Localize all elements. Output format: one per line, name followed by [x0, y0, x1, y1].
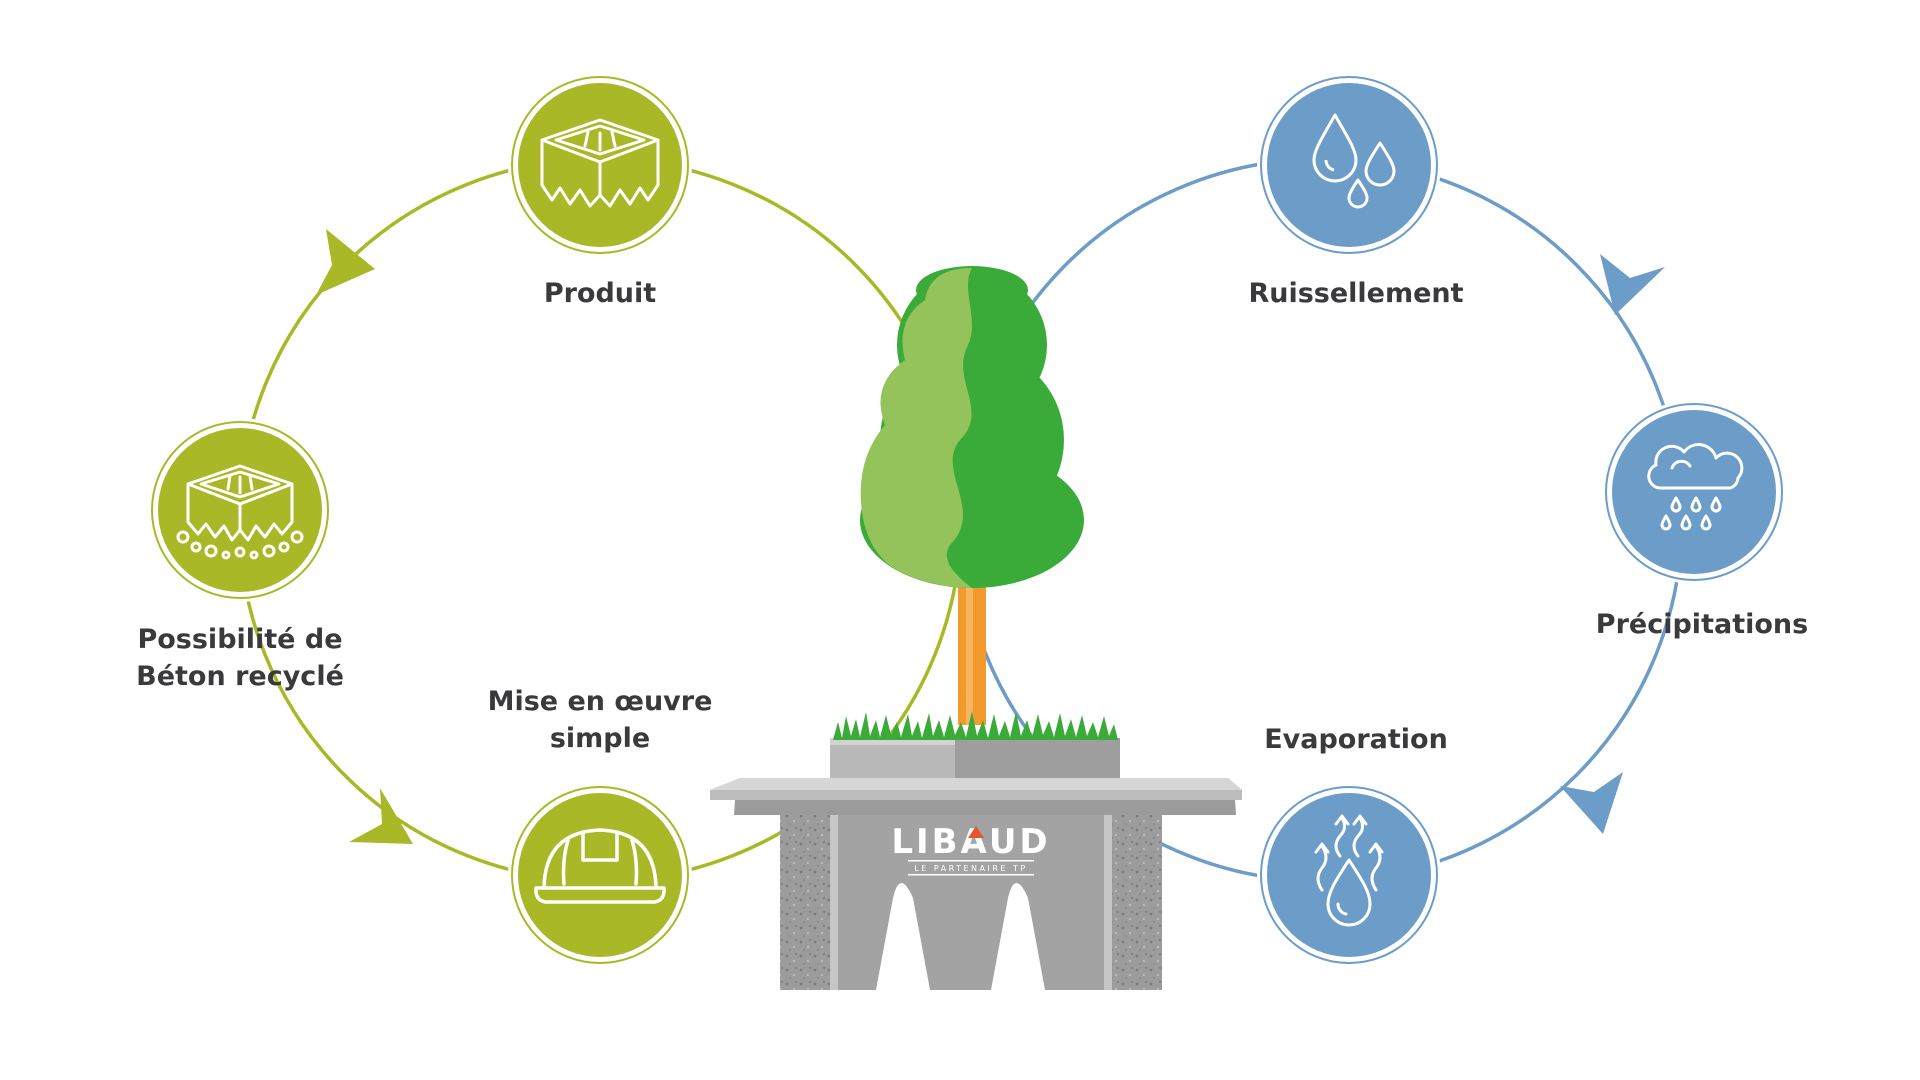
- svg-text:LIBAUD: LIBAUD: [891, 822, 1050, 862]
- concrete-block-illustration: LIBAUD LE PARTENAIRE TP: [710, 711, 1242, 990]
- ruissellement-label: Ruissellement: [1248, 278, 1464, 309]
- right-arrow-top: [1600, 254, 1665, 315]
- concrete-block-icon: [540, 118, 660, 208]
- hard-hat-icon: [534, 828, 666, 904]
- tree-illustration: [860, 266, 1084, 725]
- precipitations-node: [1602, 400, 1786, 584]
- left-arrow-top: [316, 229, 375, 295]
- produit-node: [508, 73, 692, 257]
- mise-label: Mise en œuvre simple: [488, 683, 713, 757]
- produit-label: Produit: [543, 278, 657, 309]
- rain-cloud-icon: [1647, 443, 1744, 531]
- tree-foliage: [860, 266, 1084, 588]
- mise-node: [508, 783, 692, 967]
- libaud-logo: LIBAUD LE PARTENAIRE TP: [891, 822, 1050, 876]
- grass: [833, 711, 1118, 740]
- precipitations-label: Précipitations: [1595, 609, 1809, 640]
- beton-label-line2: Béton recyclé: [136, 661, 344, 692]
- evaporation-icon: [1314, 814, 1384, 927]
- svg-text:LE PARTENAIRE TP: LE PARTENAIRE TP: [914, 864, 1027, 873]
- mise-label-line1: Mise en œuvre: [487, 686, 713, 717]
- evaporation-label: Evaporation: [1264, 724, 1448, 755]
- ruissellement-node: [1257, 73, 1441, 257]
- beton-label: Possibilité de Béton recyclé: [136, 621, 344, 695]
- water-drops-icon: [1312, 113, 1396, 209]
- right-arrow-bottom: [1560, 772, 1623, 834]
- beton-node: [148, 418, 332, 602]
- recycled-block-icon: [176, 464, 304, 560]
- evaporation-node: [1257, 783, 1441, 967]
- left-arrow-bottom: [349, 788, 413, 844]
- mise-label-line2: simple: [549, 723, 651, 754]
- beton-label-line1: Possibilité de: [137, 624, 343, 655]
